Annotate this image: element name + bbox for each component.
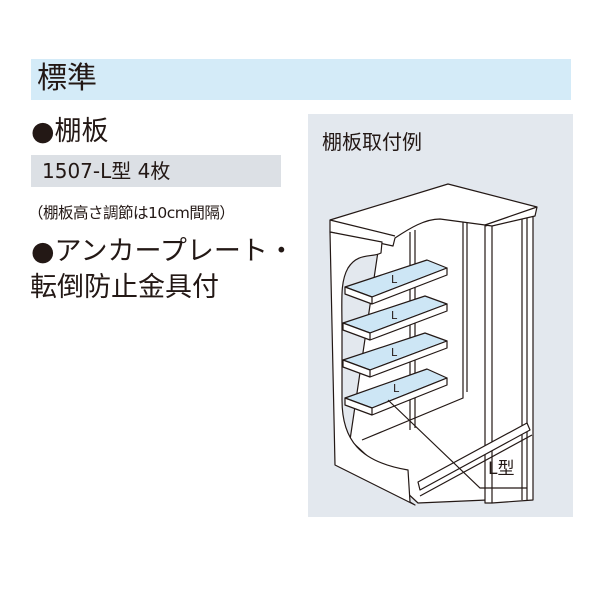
floor-rail	[417, 422, 531, 491]
floor-rail-line	[419, 434, 533, 497]
top-slab-edge	[329, 206, 538, 237]
shelf-label: L	[391, 273, 398, 286]
shelf-label: L	[391, 309, 398, 322]
shelf-1: L	[344, 259, 448, 305]
shelf-3: L	[342, 332, 448, 378]
callout-label: L型	[488, 459, 515, 479]
shelf-label: L	[393, 382, 400, 395]
shelf-spec: 1507-L型 4枚	[42, 159, 171, 183]
anchor-heading-line2: 転倒防止金具付	[30, 272, 219, 303]
shelf-2: L	[342, 295, 448, 341]
shelf-note: （棚板高さ調節は10cm間隔）	[28, 204, 235, 222]
shelves: L L L L	[342, 259, 448, 416]
illustration-title: 棚板取付例	[322, 130, 422, 154]
callout-leader-line	[387, 399, 527, 489]
back-inner-edge	[361, 212, 464, 441]
spec-box	[31, 155, 281, 187]
top-slab	[329, 183, 538, 247]
shelf-4: L	[344, 368, 448, 416]
page-title: 標準	[37, 61, 97, 96]
shelf-heading: ●棚板	[31, 116, 109, 147]
shelf-label: L	[391, 346, 398, 359]
anchor-heading-line1: ●アンカープレート・	[31, 236, 295, 267]
left-side-panel	[329, 231, 416, 506]
title-bar	[31, 59, 571, 100]
